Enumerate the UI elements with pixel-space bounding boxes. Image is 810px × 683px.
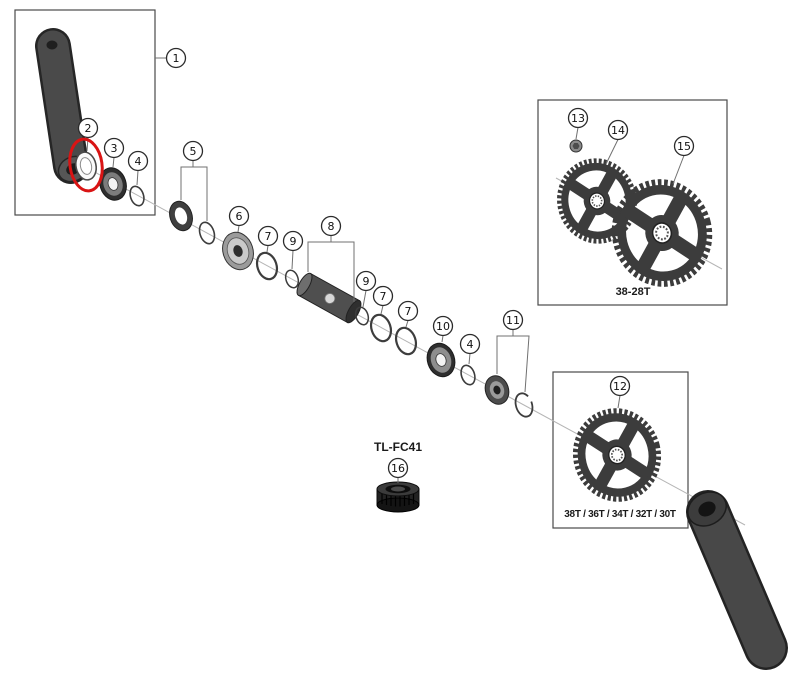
right-crank-arm (686, 490, 788, 670)
svg-text:15: 15 (677, 140, 691, 153)
spacer-ring-part-4-left (129, 185, 145, 207)
svg-text:1: 1 (173, 52, 180, 65)
callout-7a: 7 (257, 225, 279, 253)
single-chainring-box (552, 371, 689, 529)
washer-part-2 (74, 151, 98, 181)
tool-model-label: TL-FC41 (374, 440, 422, 454)
callout-9b: 9 (355, 270, 377, 308)
callout-12: 12 (609, 375, 631, 409)
svg-text:3: 3 (111, 142, 118, 155)
callout-8: 8 (307, 215, 355, 302)
svg-text:7: 7 (380, 290, 387, 303)
double-chainring-box (537, 99, 728, 306)
spacer-ring-part-4-right (460, 364, 476, 386)
svg-text:7: 7 (265, 230, 272, 243)
o-ring-part-7a (255, 251, 279, 281)
single-chainring-teeth-label: 38T / 36T / 34T / 32T / 30T (564, 509, 676, 520)
callout-14: 14 (605, 119, 629, 165)
callout-7c: 7 (397, 300, 419, 328)
pedal-hole (46, 40, 58, 50)
svg-text:4: 4 (467, 338, 474, 351)
ring-part-9b (354, 306, 370, 326)
callout-11: 11 (496, 309, 530, 393)
o-ring-part-7c (394, 326, 418, 356)
chainring-part-12 (567, 403, 666, 506)
callout-7b: 7 (372, 285, 394, 315)
svg-text:10: 10 (436, 320, 450, 333)
callout-10: 10 (432, 315, 454, 343)
callout-9a: 9 (282, 230, 304, 270)
snap-ring-part-11b (514, 392, 534, 418)
svg-text:9: 9 (290, 235, 297, 248)
svg-text:2: 2 (85, 122, 92, 135)
bearing-part-10 (426, 342, 456, 378)
callout-1: 1 (155, 47, 187, 69)
o-ring-part-7b (369, 313, 393, 343)
double-chainring-teeth-label: 38-28T (616, 286, 651, 298)
callout-4-right: 4 (459, 333, 481, 365)
svg-text:13: 13 (571, 112, 585, 125)
lockring-tool-part-16 (376, 481, 420, 513)
part2-highlight-circle (68, 137, 104, 193)
svg-text:12: 12 (613, 380, 627, 393)
chainring-part-15 (605, 174, 718, 293)
callout-4-left: 4 (127, 150, 149, 186)
svg-text:14: 14 (611, 124, 625, 137)
ring-part-9a (284, 269, 300, 289)
spindle-part-8 (296, 272, 362, 324)
spindle-logo (324, 293, 336, 304)
bearing-cover-part-3 (99, 167, 127, 201)
svg-text:16: 16 (391, 462, 405, 475)
cup-part-11a (484, 375, 510, 405)
callout-2: 2 (77, 117, 99, 152)
svg-text:5: 5 (190, 145, 197, 158)
callout-5: 5 (180, 140, 208, 221)
ring-part-5b (198, 221, 216, 245)
left-crank-box (14, 9, 156, 216)
fixing-bolt-part-13 (569, 139, 583, 153)
svg-text:11: 11 (506, 314, 520, 327)
svg-text:7: 7 (405, 305, 412, 318)
callout-3: 3 (103, 137, 125, 168)
svg-text:8: 8 (328, 220, 335, 233)
svg-text:6: 6 (236, 210, 243, 223)
adjuster-cone-part-6 (222, 231, 254, 271)
callout-15: 15 (672, 135, 695, 185)
svg-text:4: 4 (135, 155, 142, 168)
svg-text:9: 9 (363, 275, 370, 288)
callout-16: 16 (387, 457, 409, 483)
callout-13: 13 (567, 107, 589, 140)
seal-ring-part-5a (169, 200, 193, 232)
callout-6: 6 (228, 205, 250, 233)
